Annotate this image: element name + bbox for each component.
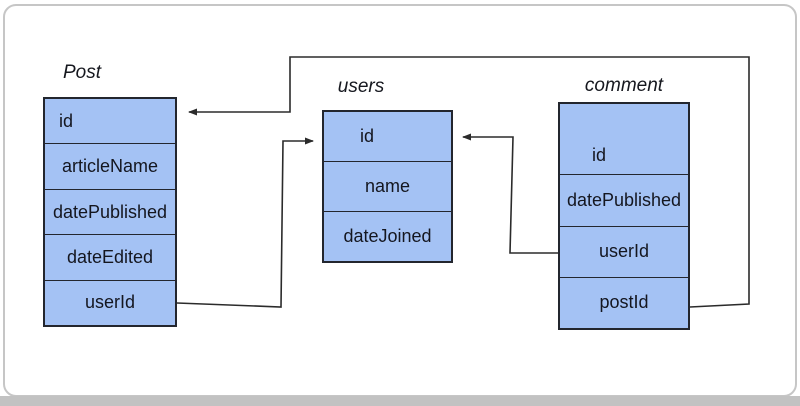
row-label: name	[364, 176, 411, 196]
comment-table: id datePublished userId postId	[558, 102, 690, 330]
row-label: id	[59, 110, 74, 131]
row-label: id	[360, 126, 375, 146]
row-label: dateJoined	[343, 226, 432, 246]
post-table-title: Post	[62, 62, 102, 83]
row-label: datePublished	[566, 189, 682, 210]
comment-table-title: comment	[584, 75, 664, 96]
users-table: id name dateJoined	[322, 110, 453, 263]
users-table-title: users	[337, 76, 385, 97]
row-label: articleName	[61, 156, 159, 177]
row-label: dateEdited	[66, 246, 154, 267]
table-row: datePublished	[560, 174, 688, 225]
table-row: id	[560, 104, 688, 174]
bottom-edge-bar	[0, 396, 800, 406]
table-row: datePublished	[45, 188, 175, 234]
table-row: userId	[560, 225, 688, 277]
table-row: articleName	[45, 143, 175, 188]
row-label: userId	[598, 241, 650, 262]
table-row: dateJoined	[324, 211, 451, 261]
table-row: name	[324, 161, 451, 211]
post-table: id articleName datePublished dateEdited …	[43, 97, 177, 327]
row-label: datePublished	[52, 201, 168, 222]
table-row: postId	[560, 276, 688, 328]
row-label: postId	[599, 292, 649, 313]
table-row: dateEdited	[45, 234, 175, 279]
table-row: id	[324, 112, 451, 161]
row-label: id	[592, 145, 607, 166]
row-label: userId	[84, 292, 136, 313]
table-row: userId	[45, 279, 175, 325]
table-row: id	[45, 99, 175, 143]
